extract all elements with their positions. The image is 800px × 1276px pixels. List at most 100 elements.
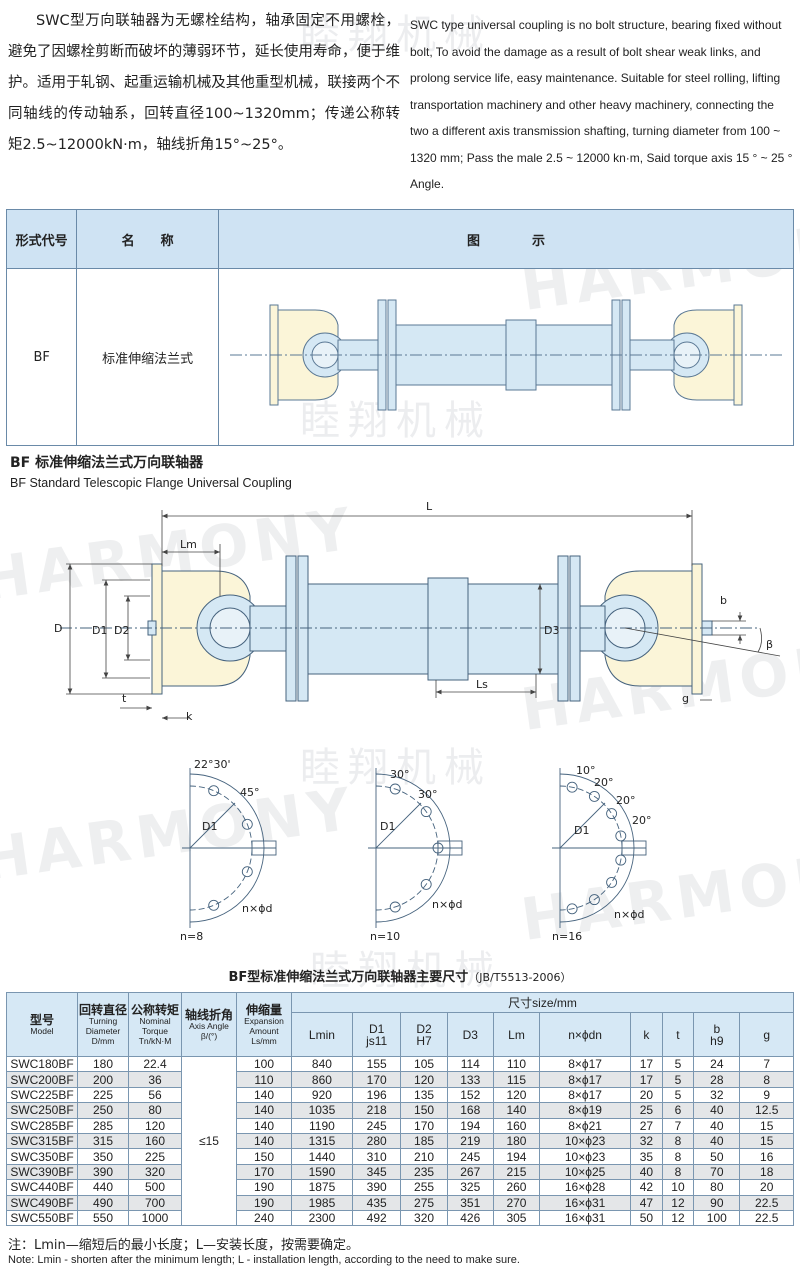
table-cell: 120 — [492, 1086, 541, 1104]
table-cell: 155 — [351, 1055, 402, 1073]
table-cell: 24 — [693, 1055, 741, 1073]
table-cell: SWC440BF — [6, 1179, 78, 1196]
table-cell: 70 — [693, 1163, 741, 1181]
table-cell: 215 — [492, 1163, 541, 1181]
table-cell: 170 — [351, 1071, 402, 1088]
table-cell: 550 — [77, 1209, 129, 1227]
table-cell: 8 — [739, 1071, 794, 1088]
table-cell: 315 — [77, 1132, 129, 1150]
table-cell: 16 — [739, 1148, 794, 1165]
size-col-header: Lm — [492, 1012, 541, 1057]
table-cell: 8 — [661, 1148, 695, 1165]
table-cell: 180 — [492, 1132, 541, 1150]
table-cell: 20 — [630, 1086, 663, 1104]
table-cell: 140 — [492, 1102, 541, 1119]
dim-beta: β — [766, 638, 773, 651]
table-cell: 8×ϕ17 — [539, 1086, 632, 1104]
table-cell: 32 — [630, 1132, 663, 1150]
table-cell: 120 — [128, 1117, 182, 1134]
table-cell: 490 — [77, 1194, 129, 1211]
table-cell: 22.4 — [128, 1055, 182, 1073]
table-cell: 194 — [446, 1117, 494, 1134]
table-cell: 500 — [128, 1179, 182, 1196]
table-cell: 180 — [77, 1055, 129, 1073]
table-cell: 190 — [236, 1179, 292, 1196]
col-figure-header: 图 示 — [218, 209, 794, 269]
dim-Ls: Ls — [476, 678, 488, 691]
table-cell: 150 — [400, 1102, 448, 1119]
table-cell: 22.5 — [739, 1194, 794, 1211]
hp3-d1: D1 — [574, 824, 589, 837]
table-cell: 700 — [128, 1194, 182, 1211]
table-cell: 110 — [236, 1071, 292, 1088]
table-cell: 100 — [236, 1055, 292, 1073]
table-cell: 40 — [630, 1163, 663, 1181]
table-cell: 135 — [400, 1086, 448, 1104]
table-cell: 10×ϕ25 — [539, 1163, 632, 1181]
table-cell: 440 — [77, 1179, 129, 1196]
table-cell: 840 — [291, 1055, 353, 1073]
table-cell: 160 — [128, 1132, 182, 1150]
table-cell: 56 — [128, 1086, 182, 1104]
table-cell: 1190 — [291, 1117, 353, 1134]
table-cell: 25 — [630, 1102, 663, 1119]
table-cell: 110 — [492, 1055, 541, 1073]
table-cell: 267 — [446, 1163, 494, 1181]
spec-table-title: BF型标准伸缩法兰式万向联轴器主要尺寸（JB/T5513-2006） — [228, 970, 572, 985]
dim-D: D — [54, 622, 62, 635]
table-cell: 35 — [630, 1148, 663, 1165]
size-col-header: n×ϕdn — [539, 1012, 632, 1057]
dim-b: b — [720, 594, 727, 607]
table-cell: 42 — [630, 1179, 663, 1196]
intro-english: SWC type universal coupling is no bolt s… — [410, 18, 793, 191]
table-cell: SWC390BF — [6, 1163, 78, 1181]
table-cell: 152 — [446, 1086, 494, 1104]
dim-D2: D2 — [114, 624, 129, 637]
table-cell: 255 — [400, 1179, 448, 1196]
table-cell: 12 — [661, 1209, 695, 1227]
table-cell: 160 — [492, 1117, 541, 1134]
table-cell: 16×ϕ28 — [539, 1179, 632, 1196]
table-cell: 225 — [128, 1148, 182, 1165]
type-name: 标准伸缩法兰式 — [76, 268, 219, 446]
table-cell: 2300 — [291, 1209, 353, 1227]
table-cell: 140 — [236, 1102, 292, 1119]
table-cell: 5 — [661, 1055, 695, 1073]
dim-g: g — [682, 692, 689, 705]
table-cell: 5 — [661, 1086, 695, 1104]
table-cell: 390 — [351, 1179, 402, 1196]
table-cell: 218 — [351, 1102, 402, 1119]
hp3-angle1: 10° — [576, 764, 596, 777]
table-cell: 47 — [630, 1194, 663, 1211]
section-title-cn: BF 标准伸缩法兰式万向联轴器 — [10, 455, 204, 471]
table-cell: 15 — [739, 1132, 794, 1150]
table-cell: 170 — [400, 1117, 448, 1134]
dim-t: t — [122, 692, 127, 705]
table-cell: 275 — [400, 1194, 448, 1211]
axis-angle-cell: ≤15 — [181, 1055, 237, 1227]
table-cell: 492 — [351, 1209, 402, 1227]
table-cell: 8×ϕ17 — [539, 1055, 632, 1073]
type-code: BF — [5, 268, 78, 446]
table-cell: 12.5 — [739, 1102, 794, 1119]
table-cell: 80 — [693, 1179, 741, 1196]
dim-Lm: Lm — [180, 538, 197, 551]
table-cell: 185 — [400, 1132, 448, 1150]
table-cell: 1590 — [291, 1163, 353, 1181]
note-en: Note: Lmin - shorten after the minimum l… — [8, 1254, 520, 1266]
section-title-en: BF Standard Telescopic Flange Universal … — [10, 476, 292, 490]
table-cell: 196 — [351, 1086, 402, 1104]
hp3-angle4: 20° — [632, 814, 652, 827]
table-cell: 115 — [492, 1071, 541, 1088]
table-cell: 140 — [236, 1132, 292, 1150]
hp3-n: n=16 — [552, 930, 582, 943]
